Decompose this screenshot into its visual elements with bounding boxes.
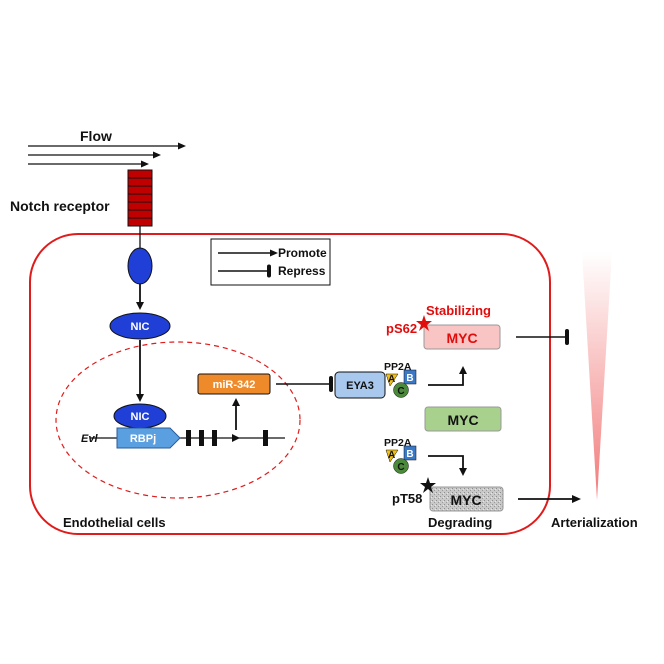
- exon-blocks: [186, 430, 268, 446]
- subunit-b-top-label: B: [406, 373, 413, 384]
- subunit-a-bottom: [385, 449, 399, 463]
- subunit-c-bottom-label: C: [397, 462, 404, 473]
- phospho-star-red: [416, 315, 432, 331]
- myc-degraded-label: MYC: [450, 492, 481, 508]
- subunit-b-bottom-label: B: [406, 449, 413, 460]
- phospho-star-black: [420, 477, 436, 493]
- pt58-label: pT58: [392, 491, 422, 506]
- nic-label: NIC: [131, 321, 150, 333]
- pp2a-top-complex: [385, 369, 417, 398]
- nucleus-boundary: [55, 341, 301, 499]
- myc-middle-box: [424, 406, 502, 432]
- arterialization-gradient: [582, 252, 612, 500]
- flow-arrows: [28, 142, 186, 168]
- endothelial-cell-boundary: [29, 233, 551, 535]
- degrading-label: Degrading: [428, 515, 492, 530]
- subunit-c-top-label: C: [397, 386, 404, 397]
- subunit-a-top-label: A: [388, 374, 395, 385]
- subunit-b-bottom: [403, 445, 417, 461]
- ps62-label: pS62: [386, 321, 417, 336]
- mir-342-box: [197, 373, 271, 395]
- flow-label: Flow: [80, 128, 112, 144]
- subunit-c-top: [393, 382, 409, 398]
- mirna-locus-marker: [232, 434, 240, 442]
- eya3-label: EYA3: [346, 380, 374, 392]
- notch-receptor-label: Notch receptor: [10, 198, 110, 214]
- rbpj-label: RBPj: [130, 433, 156, 445]
- notch-receptor-icon: [127, 169, 153, 227]
- mir-342-label: miR-342: [213, 379, 256, 391]
- pp2a-bottom-complex: [385, 445, 417, 474]
- myc-stabilized-box: [423, 324, 501, 350]
- subunit-a-top: [385, 373, 399, 387]
- subunit-a-bottom-label: A: [388, 450, 395, 461]
- arterialization-label: Arterialization: [551, 515, 638, 530]
- legend-promote-label: Promote: [278, 246, 327, 260]
- evl-label: Evl: [81, 433, 98, 445]
- myc-middle-label: MYC: [447, 412, 478, 428]
- endothelial-cells-label: Endothelial cells: [63, 515, 166, 530]
- nic-oval: [109, 312, 171, 340]
- rbpj-box: [116, 427, 181, 449]
- receptor-intracellular-domain: [127, 247, 153, 285]
- myc-degraded-box: [429, 486, 504, 512]
- legend: [210, 238, 331, 286]
- stabilizing-label: Stabilizing: [426, 303, 491, 318]
- subunit-c-bottom: [393, 458, 409, 474]
- subunit-b-top: [403, 369, 417, 385]
- legend-repress-label: Repress: [278, 264, 326, 278]
- nic-nuclear-label: NIC: [131, 411, 150, 423]
- myc-stabilized-label: MYC: [446, 330, 477, 346]
- eya3-box: [334, 371, 386, 399]
